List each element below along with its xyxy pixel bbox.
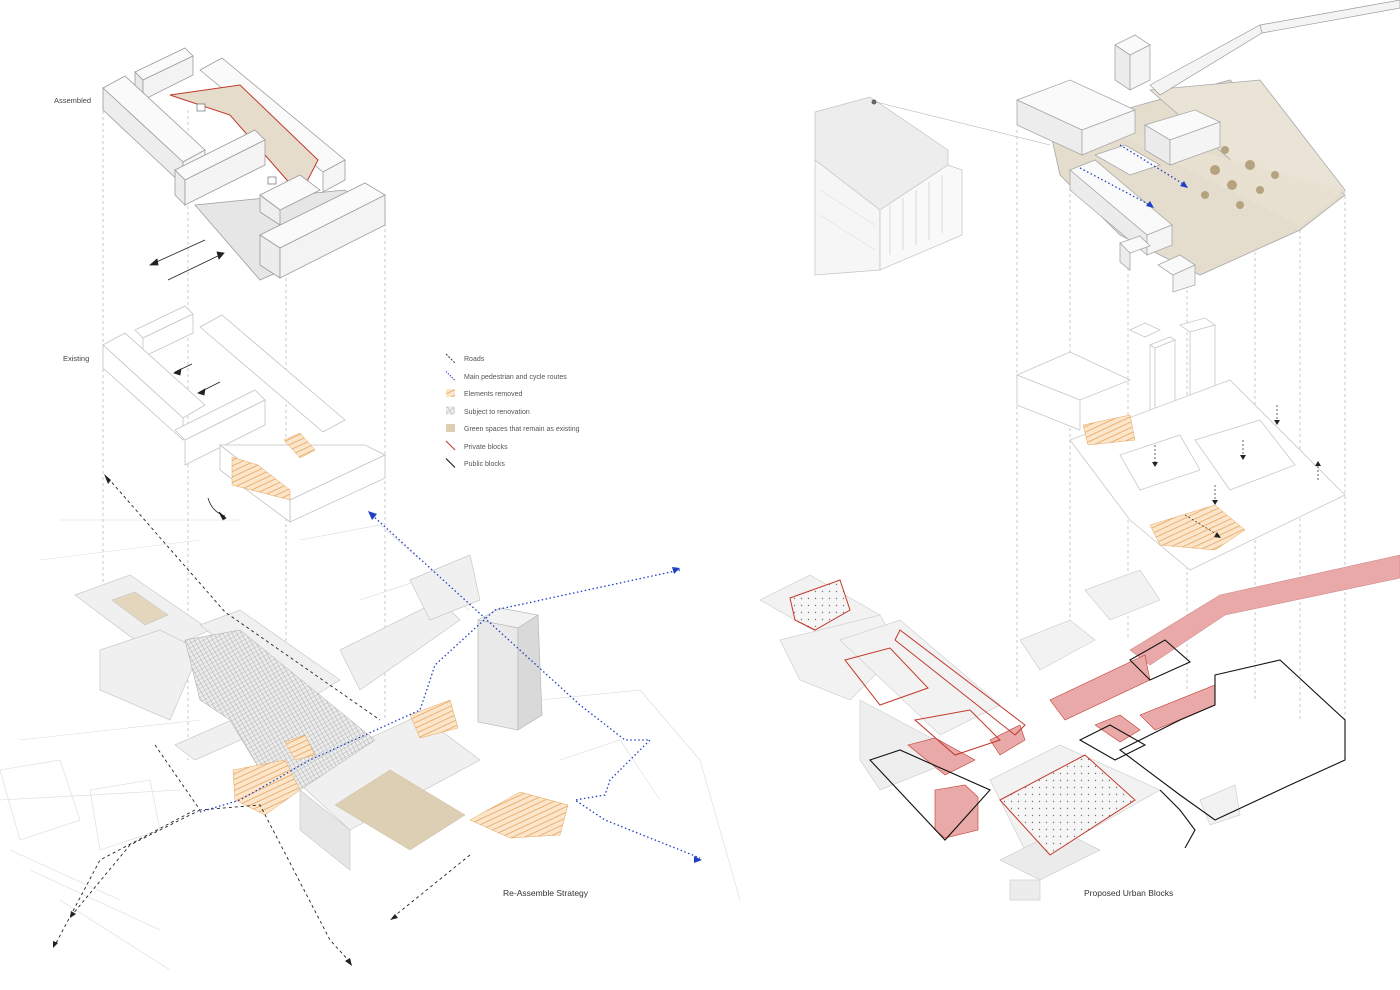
right-existing-hatch-1 — [1082, 414, 1136, 446]
label-existing: Existing — [63, 354, 90, 363]
right-existing-arrows — [1154, 405, 1319, 536]
right-bridge-top — [1149, 0, 1400, 96]
right-top-route-arrowheads — [1146, 181, 1188, 208]
legend-label: Main pedestrian and cycle routes — [464, 373, 567, 381]
legend-label: Private blocks — [464, 443, 508, 451]
detail-callout-dot — [871, 99, 877, 105]
legend-label: Subject to renovation — [464, 408, 530, 416]
legend-label: Elements removed — [464, 391, 523, 398]
private-blocks-filled — [907, 654, 1216, 839]
right-existing-hatch-2 — [1149, 504, 1246, 551]
right-existing-model — [1015, 317, 1346, 571]
private-blocks-outline — [789, 579, 1136, 856]
legend-label: Public blocks — [464, 461, 505, 468]
left-tower — [476, 607, 543, 731]
existing-removed-hatch-1 — [231, 456, 291, 501]
public-blocks-outline — [869, 639, 1346, 849]
left-green-courtyard — [334, 769, 466, 851]
detail-callout-line — [875, 101, 1051, 146]
legend-label: Green spaces that remain as existing — [464, 426, 580, 433]
right-trees — [1201, 146, 1279, 209]
right-assembled-model — [1015, 34, 1346, 293]
caption-proposed-urban-blocks: Proposed Urban Blocks — [1084, 888, 1174, 898]
left-road-arrowheads — [53, 474, 398, 966]
bridge-pink — [1129, 554, 1400, 666]
detail-facade-view — [814, 96, 963, 276]
left-route-arrowheads — [368, 511, 702, 863]
caption-re-assemble-strategy: Re-Assemble Strategy — [503, 888, 589, 898]
left-pedestrian-routes — [199, 514, 701, 859]
assembled-arrows — [148, 239, 225, 281]
label-assembled: Assembled — [54, 96, 92, 105]
left-removed-hatches — [232, 699, 569, 839]
assembled-model — [102, 47, 386, 281]
right-existing-arrowheads — [1152, 420, 1321, 538]
legend-keys — [445, 353, 456, 468]
right-top-routes — [1079, 144, 1186, 206]
existing-model — [102, 305, 386, 523]
existing-removed-hatch-2 — [283, 432, 316, 459]
legend-label: Roads — [464, 356, 485, 363]
existing-arrows — [173, 363, 227, 521]
left-roads — [54, 477, 471, 963]
